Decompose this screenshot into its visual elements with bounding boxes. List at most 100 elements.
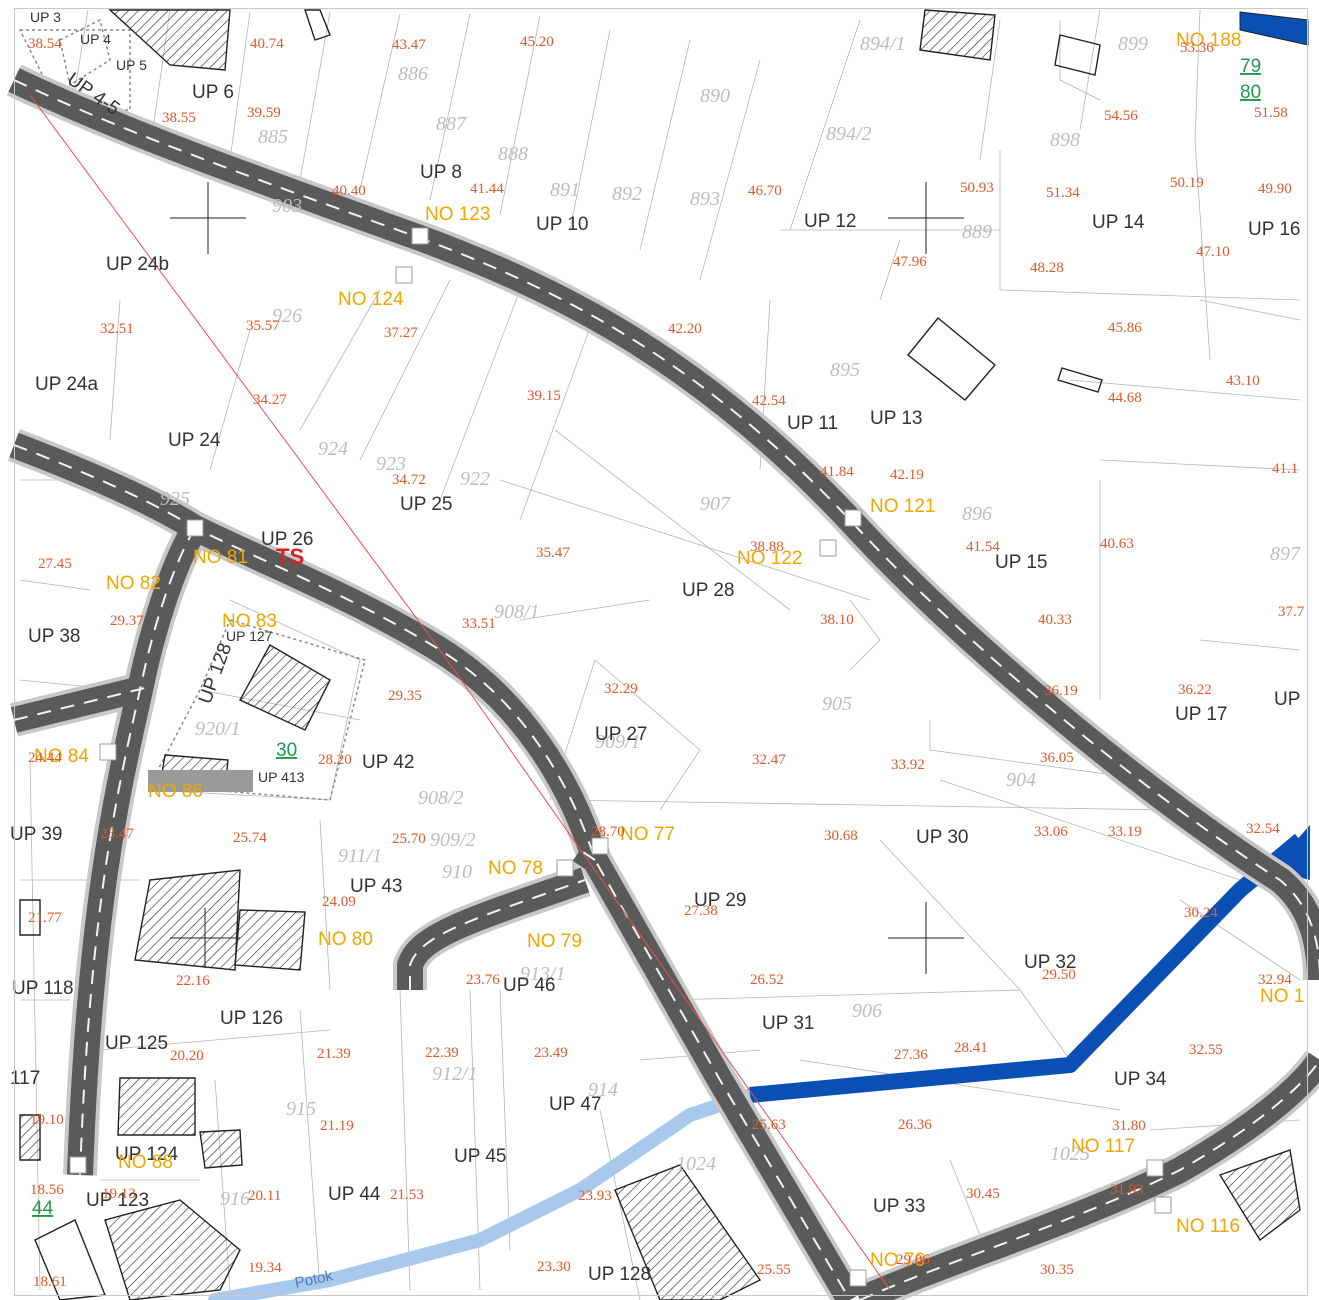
parcel-number: 916 [220,1188,250,1210]
plot-label: UP 24b [106,254,169,275]
elevation-label: 48.28 [1030,260,1064,276]
elevation-label: 38.55 [162,110,196,126]
connection-label: NO 83 [222,611,277,632]
parcel-boundary [319,819,331,991]
parcel-boundary [1079,9,1101,131]
parcel-number: 906 [852,1000,882,1022]
elevation-label: 51.34 [1046,185,1080,201]
parcel-number: 893 [690,188,720,210]
road-crossing [844,509,862,527]
road-crossing [591,837,609,855]
road-crossing [186,519,204,537]
plot-label: UP 25 [400,494,452,515]
connection-label: NO 77 [620,824,675,845]
parcel-number: 924 [318,438,348,460]
plot-label: UP 28 [682,580,734,601]
parcel-boundary [229,11,251,161]
planned-plot-outline [59,18,111,87]
parcel-boundary [879,239,901,301]
elevation-label: 54.56 [1104,108,1138,124]
parcel-number: 887 [436,113,467,135]
parcel-boundary [594,659,701,751]
guide-line [29,94,441,651]
parcel-number: 899 [1118,33,1148,55]
elevation-label: 30.68 [824,828,858,844]
elevation-label: 22.16 [176,973,210,989]
road-centerline [579,849,596,861]
plot-label: UP 39 [10,824,62,845]
district-number: 80 [1240,82,1261,103]
elevation-label: 40.63 [1100,536,1134,552]
parcel-boundary [639,39,691,251]
road-crossing [819,539,837,557]
plot-label: UP 46 [503,975,555,996]
parcel-boundary [359,279,451,461]
road-centerline [13,444,851,1300]
plot-label: UP 127 [226,628,273,644]
elevation-label: 29.37 [110,613,144,629]
parcel-boundary [519,599,651,621]
road-crossing [556,859,574,877]
parcel-boundary [499,989,511,1251]
connection-label: NO 1 [1260,986,1304,1007]
building [239,644,331,731]
elevation-label: 27.38 [684,903,718,919]
parcel-boundary [669,989,1021,1001]
plot-label: UP 125 [105,1033,168,1054]
elevation-label: 33.92 [891,757,925,773]
parcel-number: 891 [550,179,580,201]
building [108,9,231,71]
parcel-boundary [659,749,701,811]
elevation-label: 38.54 [28,36,62,52]
connection-label: NO 116 [1176,1216,1240,1237]
building [1054,34,1101,76]
parcel-boundary [209,329,251,471]
plot-label: UP 24 [168,430,221,451]
elevation-label: 43.10 [1226,373,1260,389]
parcel-boundary [109,299,121,441]
elevation-label: 29.06 [896,1252,930,1268]
elevation-label: 35.47 [536,545,570,561]
elevation-label: 18.56 [30,1182,64,1198]
elevation-label: 24.44 [28,750,62,766]
ts-label: TS [276,544,304,569]
elevation-label: 21.53 [390,1187,424,1203]
connection-label: NO 84 [34,746,89,767]
plot-label: UP 32 [1024,952,1076,973]
plot-label: UP 27 [595,724,647,745]
parcel-boundary [1099,459,1301,471]
elevation-label: 18.61 [33,1274,67,1290]
parcel-boundary [1069,379,1301,401]
parcel-number: 897 [1270,543,1301,565]
plot-label: UP 47 [549,1094,601,1115]
connection-label: NO 121 [870,496,935,517]
misc-symbols [29,11,1309,1291]
parcel-boundary [1059,20,1101,101]
elevation-label: 46.70 [748,183,782,199]
plot-label: UP 4 [80,31,111,47]
plot-label: UP 29 [694,890,746,911]
elevation-label: 41.84 [820,464,854,480]
road-crossing [395,266,413,284]
elevation-label: 50.19 [1170,175,1204,191]
parcel-number: 923 [376,453,406,475]
elevation-label: 21.39 [317,1046,351,1062]
connection-label: NO 76 [870,1250,925,1271]
parcel-number: 909/2 [430,829,476,851]
elevation-label: 42.54 [752,393,786,409]
elevation-label: 45.86 [1108,320,1142,336]
parcel-number: 898 [1050,129,1080,151]
parcel-number: 886 [398,63,428,85]
connection-label: NO 88 [118,1152,173,1173]
elevation-label: 23.47 [100,826,134,842]
elevation-label: 30.35 [1040,1262,1074,1278]
connection-label: NO 117 [1071,1136,1135,1157]
elevation-label: 33.51 [462,616,496,632]
parcel-boundary [99,1029,331,1051]
parcel-boundary [599,1109,641,1300]
elevation-label: 34.72 [392,472,426,488]
parcel-boundary [299,1009,321,1291]
building [1218,1149,1301,1242]
elevation-label: 27.45 [38,556,72,572]
